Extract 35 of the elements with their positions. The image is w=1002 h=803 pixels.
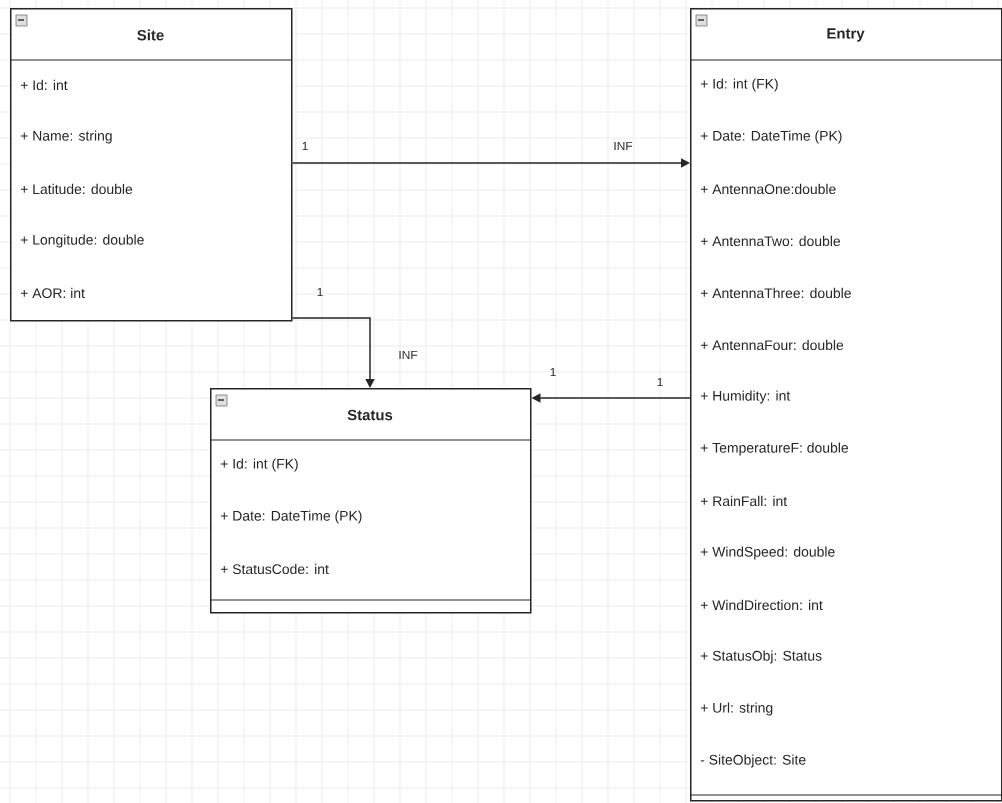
attribute-text: - SiteObject: Site [700,754,806,768]
attribute-text: + Date: DateTime (PK) [220,510,362,524]
multiplicity-label: INF [614,141,633,151]
attribute-text: + Id: int (FK) [220,458,298,472]
attribute-text: + WindDirection: int [700,599,823,611]
attribute-text: + StatusObj: Status [700,650,822,664]
class-title: Site [137,29,164,41]
attribute-text: + Name: string [20,130,112,144]
attribute-text: + Longitude: double [20,234,144,248]
class-box [9,8,293,322]
class-title: Entry [827,28,865,42]
multiplicity-label: 1 [657,377,663,387]
multiplicity-label: 1 [317,287,323,297]
attribute-text: + Url: string [700,702,773,716]
multiplicity-label: INF [399,350,418,360]
attribute-text: + Latitude: double [20,183,133,195]
attribute-text: + Humidity: int [700,390,791,404]
attribute-text: + AntennaTwo: double [700,235,841,247]
class-box [209,388,532,614]
arrow [291,317,375,388]
class-box [689,8,1002,802]
attribute-text: + AntennaOne:double [700,183,836,195]
multiplicity-label: 1 [550,367,556,377]
attribute-text: + AntennaFour: double [700,339,844,351]
attribute-text: + StatusCode: int [220,563,329,575]
attribute-text: + TemperatureF: double [700,442,849,456]
attribute-text: + RainFall: int [700,495,788,507]
attribute-text: + AntennaThree: double [700,287,851,299]
arrow [291,158,690,168]
attribute-text: + WindSpeed: double [700,546,835,560]
class-title: Status [347,409,393,421]
attribute-text: + Id: int [20,79,68,91]
attribute-text: + AOR: int [20,287,85,299]
attribute-text: + Date: DateTime (PK) [700,130,842,144]
attribute-text: + Id: int (FK) [700,78,778,92]
